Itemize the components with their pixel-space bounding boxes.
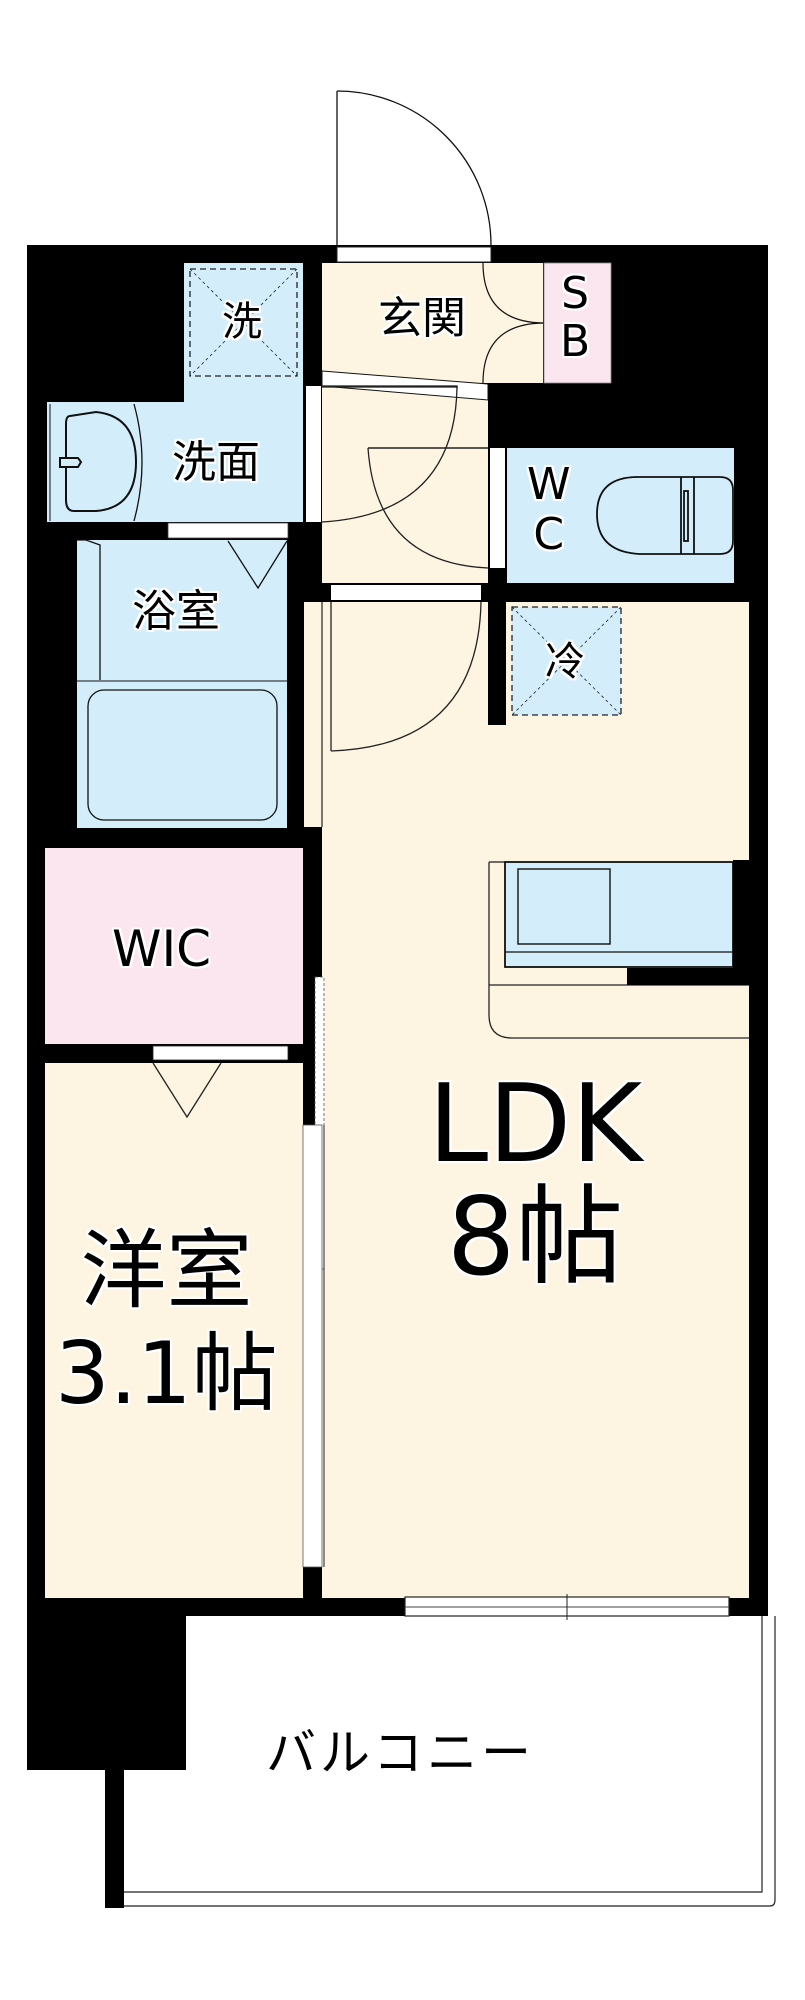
toilet-room — [507, 448, 734, 583]
ldk — [322, 602, 749, 1598]
kitchen-counter — [488, 860, 768, 1039]
western-room — [45, 1063, 303, 1598]
hallway — [322, 387, 488, 583]
washroom-hall-opening — [306, 386, 321, 522]
toilet-label-w: W — [527, 459, 571, 510]
ldk-label: LDK 8帖 — [428, 1068, 642, 1295]
shoe-box-label: S B — [560, 272, 590, 364]
toilet-door-opening — [490, 448, 505, 568]
entry-door-opening — [336, 246, 492, 263]
bathroom-fixtures — [77, 539, 288, 821]
entry-door-swing — [336, 90, 492, 246]
ldk-size: 8帖 — [446, 1175, 624, 1301]
ldk-pillar — [488, 600, 506, 725]
western-room-name: 洋室 — [80, 1221, 253, 1321]
entrance-label: 玄関 — [378, 293, 466, 344]
washer-space — [184, 263, 303, 403]
fridge-icon — [511, 606, 622, 716]
sliding-door-partition — [302, 602, 325, 1568]
western-room-size: 3.1帖 — [55, 1324, 278, 1425]
bathroom-label: 浴室 — [132, 586, 220, 637]
entrance — [322, 263, 543, 383]
bathroom-door-opening — [167, 522, 289, 539]
walk-in-closet — [45, 848, 303, 1044]
balcony-label: バルコニー — [266, 1724, 535, 1782]
washbasin-icon — [49, 403, 143, 522]
fridge-label: 冷 — [545, 639, 585, 685]
washer-pan-icon — [189, 268, 298, 377]
toilet-label: W C — [527, 463, 571, 557]
shoe-box-doors — [482, 262, 544, 384]
ldk-name: LDK — [428, 1062, 643, 1187]
shoe-box-label-b: B — [560, 316, 591, 367]
hallway-door-swings — [321, 385, 489, 569]
ldk-door-swing — [330, 601, 482, 752]
shoe-box — [543, 262, 612, 384]
toilet-label-c: C — [533, 509, 565, 560]
western-room-label: 洋室 3.1帖 — [55, 1220, 278, 1426]
washroom — [47, 402, 303, 522]
bathroom — [77, 540, 287, 828]
balcony-railing — [124, 1616, 776, 1907]
wic-door-swing — [152, 1062, 222, 1119]
balcony-window — [404, 1594, 730, 1620]
ldk-door-opening — [331, 585, 481, 600]
balcony-post — [105, 1770, 124, 1908]
washroom-label: 洗面 — [172, 437, 260, 488]
toilet-bowl-icon — [596, 476, 734, 555]
wic-door-opening — [152, 1045, 289, 1061]
balcony-pillar-block — [27, 1616, 186, 1770]
shoe-box-label-s: S — [561, 268, 590, 319]
washer-label: 洗 — [222, 299, 262, 345]
wic-label: WIC — [112, 920, 212, 978]
